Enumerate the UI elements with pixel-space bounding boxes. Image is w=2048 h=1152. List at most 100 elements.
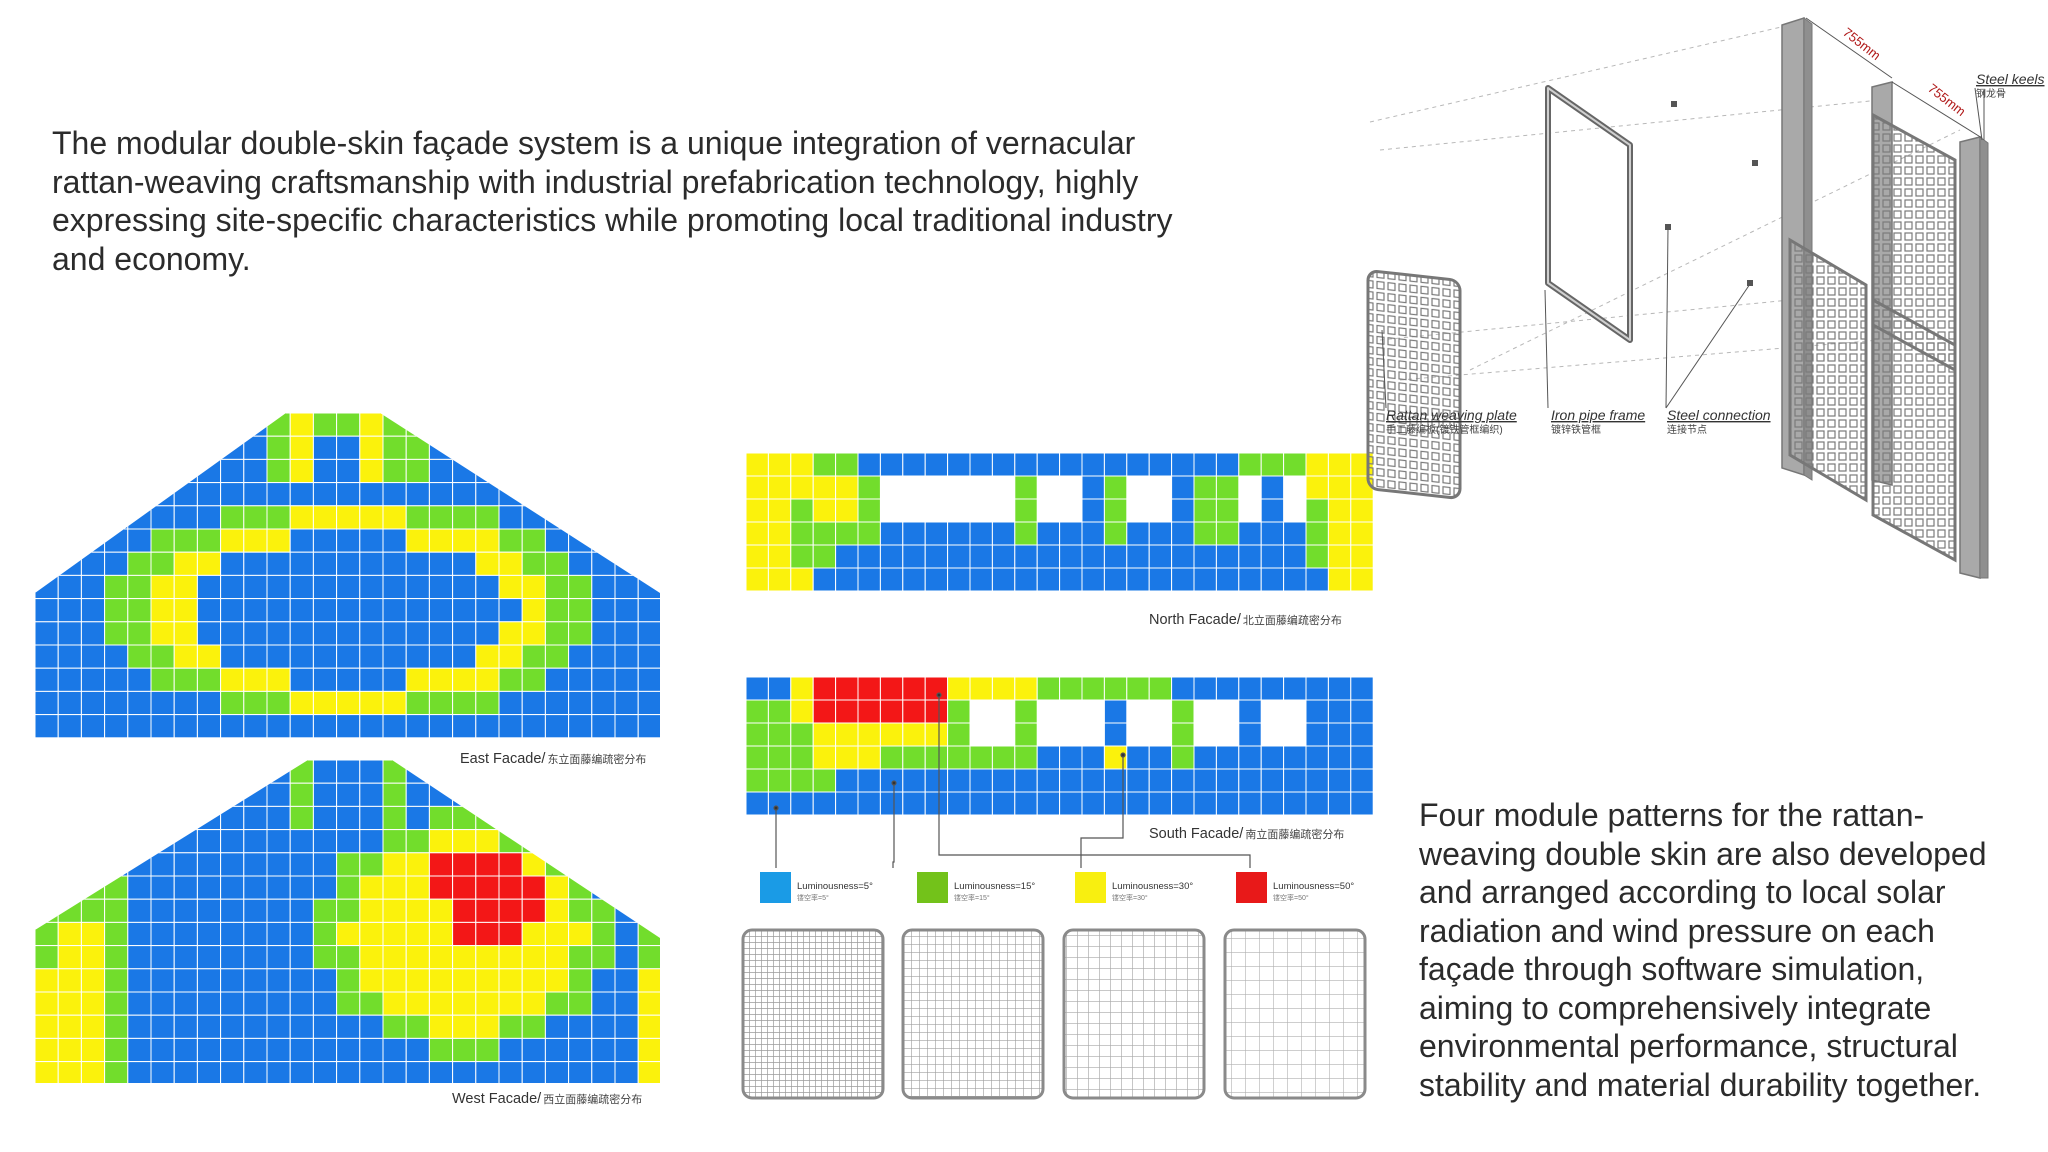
east-cell (266, 690, 291, 716)
west-cell (289, 805, 314, 831)
west-cell (196, 829, 222, 854)
east-cell (127, 413, 152, 437)
west-cell (614, 1037, 639, 1063)
rattan-plate-label-cn: 手工藤编板(镀铁管框编织) (1386, 423, 1503, 436)
west-cell (568, 1037, 593, 1063)
east-cell (637, 644, 660, 669)
east-cell (196, 551, 222, 576)
north-cell (812, 567, 837, 592)
west-cell (382, 805, 407, 831)
east-cell (289, 714, 314, 738)
legend-leader-lines (773, 692, 1251, 868)
south-cell (1014, 722, 1038, 747)
south-cell (812, 745, 837, 770)
east-cell (428, 574, 454, 600)
south-cell (991, 768, 1016, 793)
north-cell (947, 521, 971, 546)
west-facade-caption: West Facade/西立面藤编疏密分布 (452, 1091, 643, 1107)
west-cell (127, 782, 152, 807)
east-cell (544, 413, 570, 437)
east-cell (312, 574, 338, 600)
east-cell (173, 551, 198, 576)
north-cell (1103, 475, 1128, 500)
east-cell (452, 482, 477, 507)
east-cell (614, 458, 639, 484)
north-cell (1260, 567, 1285, 592)
west-cell (220, 945, 245, 970)
west-cell (637, 782, 660, 807)
east-cell (475, 714, 500, 738)
east-cell (359, 505, 384, 530)
west-cell (405, 1061, 430, 1083)
west-cell (544, 991, 570, 1016)
south-cell (902, 699, 926, 724)
east-cell (637, 482, 660, 507)
south-cell (947, 676, 971, 701)
east-cell (57, 714, 82, 738)
west-cell (405, 991, 430, 1016)
west-cell (80, 760, 106, 784)
north-cell (835, 544, 859, 569)
west-cell (428, 1037, 454, 1063)
east-cell (35, 551, 59, 576)
east-cell (614, 482, 639, 507)
west-cell (243, 782, 268, 807)
east-cell (312, 598, 338, 623)
east-cell (173, 644, 198, 669)
south-cell (947, 791, 971, 816)
south-cell (1260, 745, 1285, 770)
east-cell (637, 505, 660, 530)
west-cell (336, 1037, 361, 1063)
east-cell (80, 714, 106, 738)
east-cell (336, 413, 361, 437)
east-cell (336, 482, 361, 507)
north-cell (857, 498, 881, 523)
north-cell (1036, 452, 1061, 477)
west-cell (591, 968, 616, 993)
south-cell (1238, 676, 1262, 701)
west-cell (359, 875, 384, 900)
north-cell (1193, 498, 1217, 523)
east-cell (220, 667, 245, 692)
east-cell (35, 458, 59, 484)
exploded-axonometric: 755mm 755mm Rattan weaving plate 手工藤编板(镀… (1366, 16, 2044, 579)
north-cell (812, 521, 837, 546)
north-cell (767, 498, 792, 523)
east-cell (289, 435, 314, 460)
west-cell (266, 829, 291, 854)
south-cell (1327, 791, 1352, 816)
south-cell (924, 676, 949, 701)
north-cell (1036, 544, 1061, 569)
west-cell (150, 945, 175, 970)
south-cell (1059, 768, 1083, 793)
west-cell (57, 945, 82, 970)
south-cell (1036, 745, 1061, 770)
west-cell (359, 968, 384, 993)
east-cell (220, 714, 245, 738)
south-cell (969, 768, 993, 793)
east-cell (312, 413, 338, 437)
north-cell (1193, 452, 1217, 477)
west-cell (521, 805, 546, 831)
east-cell (614, 667, 639, 692)
west-cell (312, 760, 338, 784)
east-cell (127, 435, 152, 460)
east-cell (614, 621, 639, 646)
north-cell (1059, 521, 1083, 546)
north-cell (924, 567, 949, 592)
north-cell (969, 521, 993, 546)
south-cell (924, 745, 949, 770)
east-cell (266, 528, 291, 553)
east-cell (614, 574, 639, 600)
west-cell (428, 898, 454, 923)
north-cell (790, 452, 814, 477)
north-cell (767, 475, 792, 500)
west-cell (220, 875, 245, 900)
east-cell (591, 482, 616, 507)
north-cell (745, 452, 769, 477)
south-cell (1126, 791, 1150, 816)
east-cell (521, 621, 546, 646)
east-cell (591, 528, 616, 553)
north-cell (1171, 452, 1195, 477)
west-cell (196, 968, 222, 993)
